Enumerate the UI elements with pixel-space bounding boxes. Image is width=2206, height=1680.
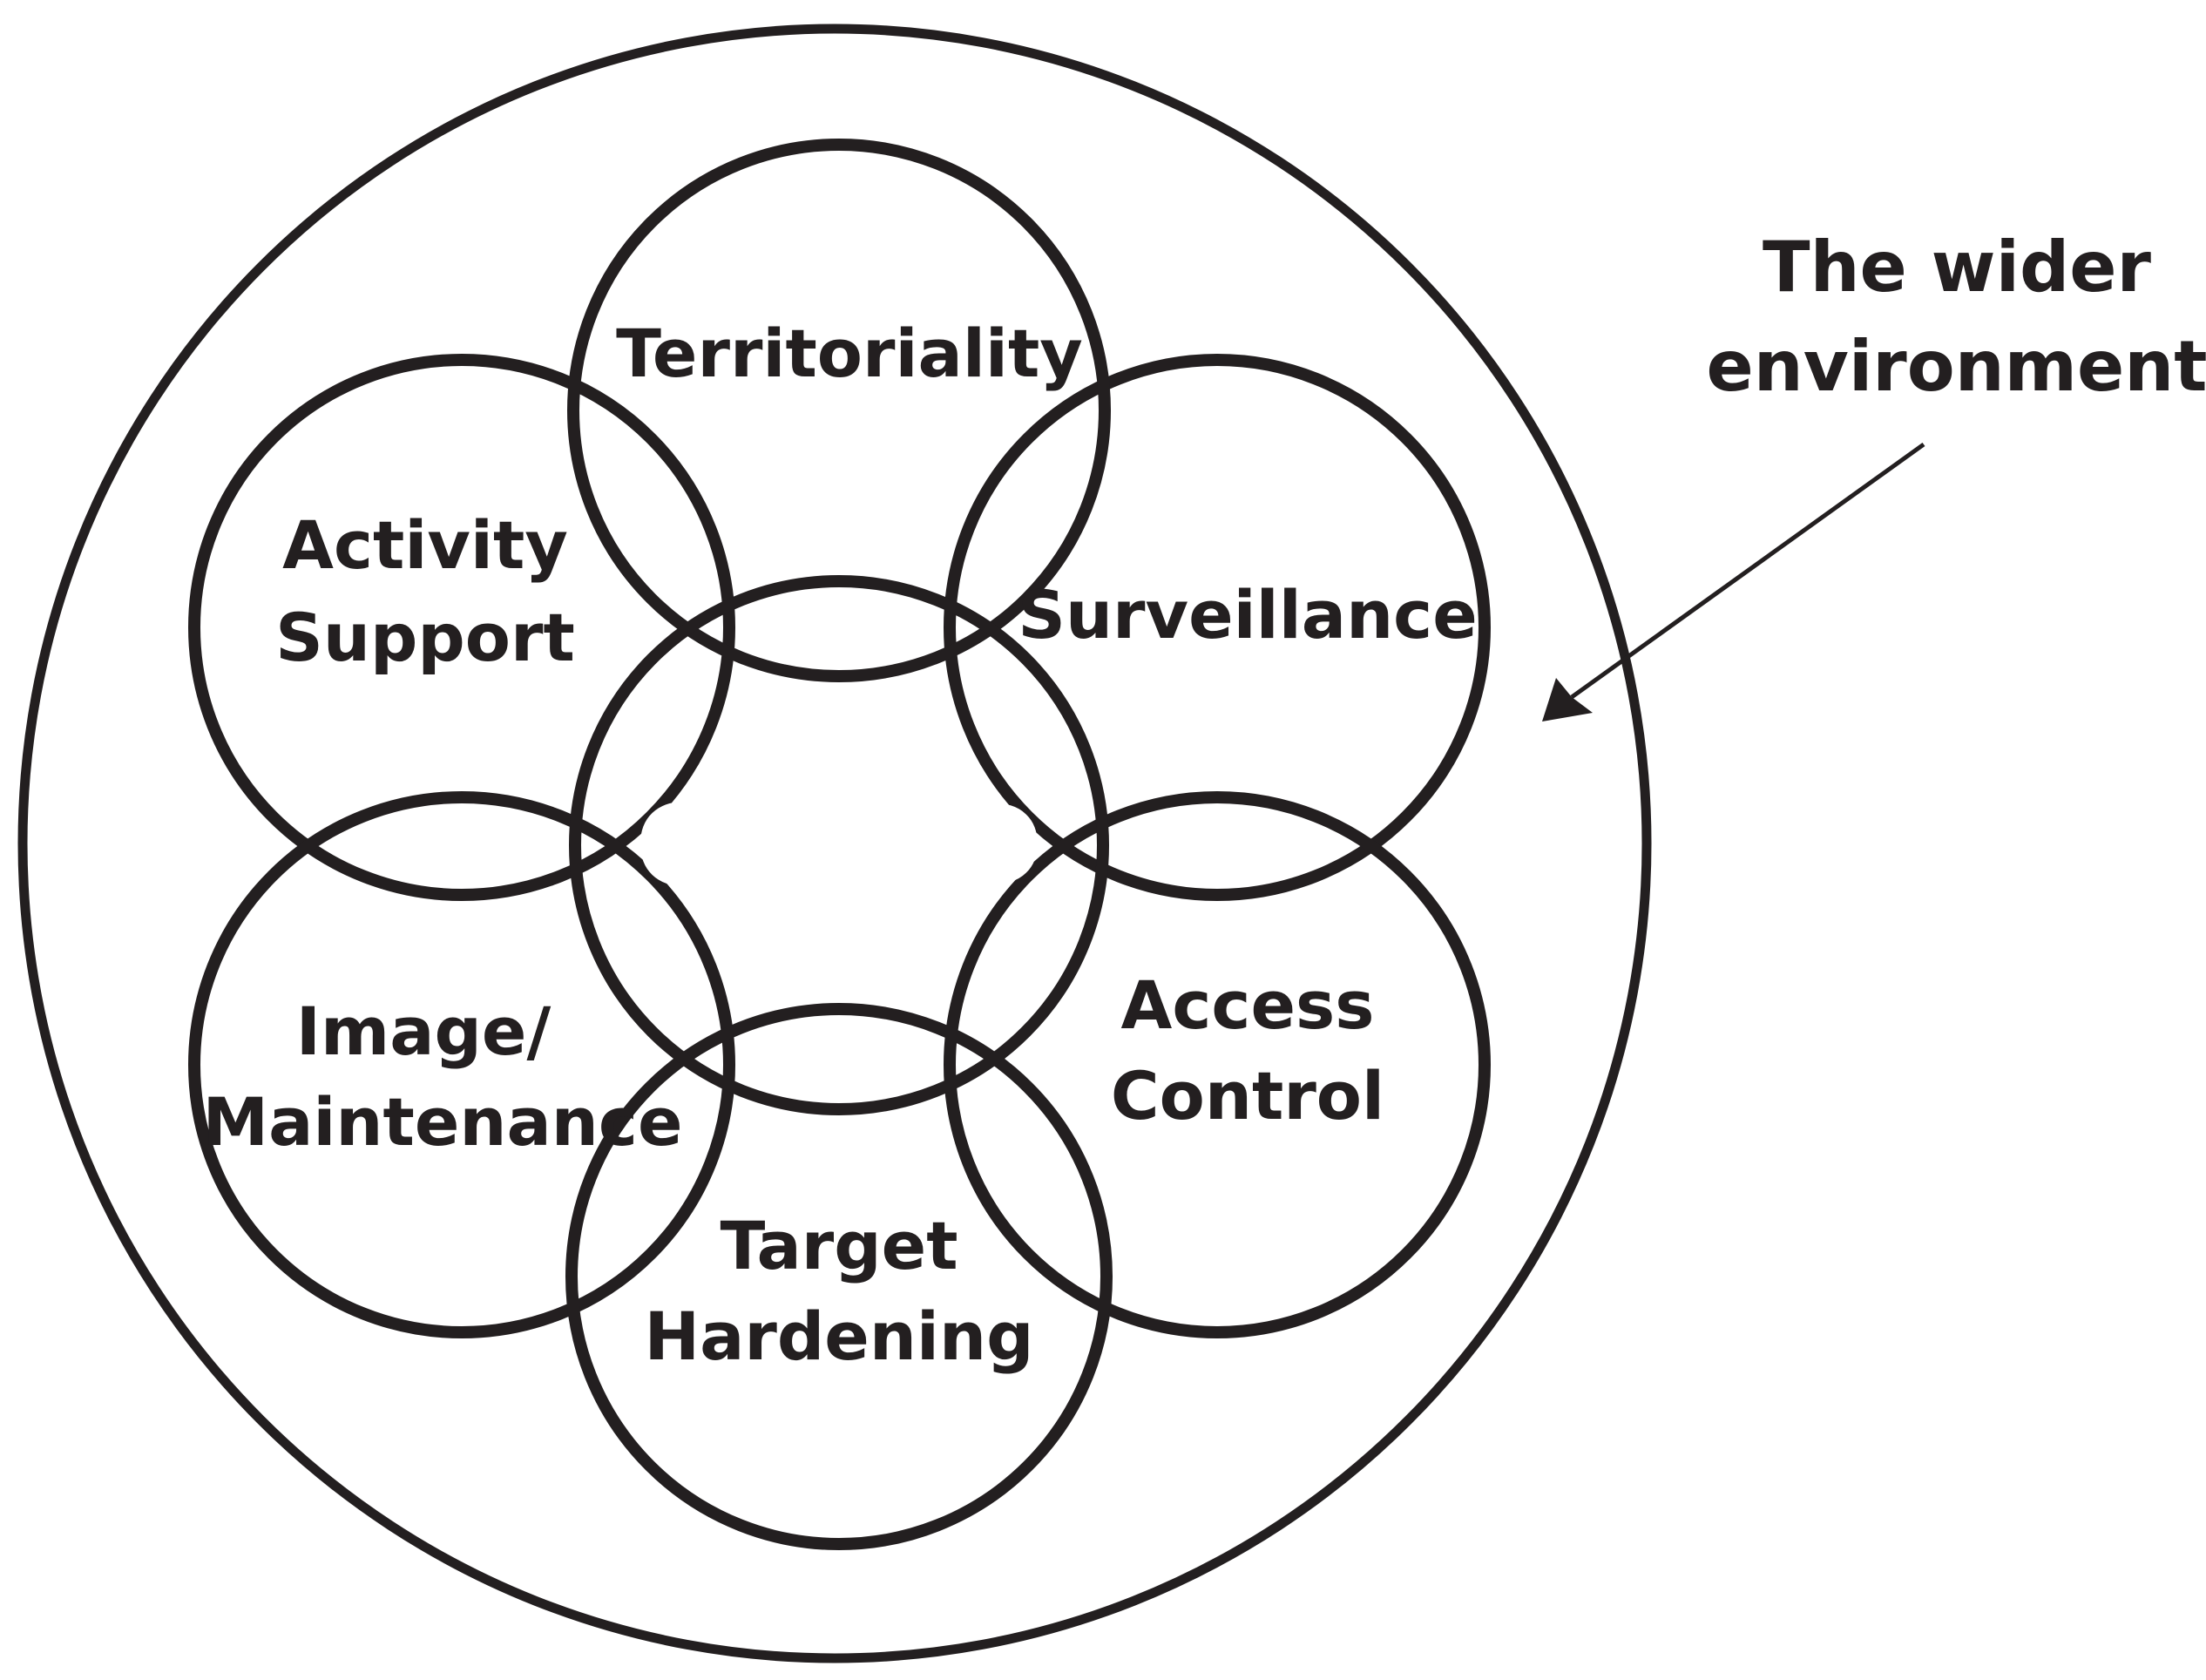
cpted-center-label: CPTED — [635, 782, 1044, 911]
activity-support-circle — [188, 354, 735, 901]
territoriality-label: Territoriality — [616, 315, 1083, 392]
wider-environment-label-line2: environment — [1707, 326, 2206, 407]
access-control-label-line1: Access — [1121, 966, 1375, 1044]
target-hardening-label-line1: Target — [720, 1207, 958, 1284]
image-maintenance-label-line2: Maintenance — [202, 1083, 682, 1161]
wider-environment-ellipse — [17, 24, 1652, 1663]
activity-support-label-line1: Activity — [282, 506, 568, 584]
target-hardening-circle — [565, 1003, 1113, 1550]
wider-environment-label-line1: The wider — [1763, 227, 2151, 308]
surveillance-circle — [944, 354, 1491, 901]
arrow-head — [1542, 678, 1593, 721]
image-maintenance-circle — [188, 791, 735, 1338]
cpted-center-circle — [569, 575, 1109, 1115]
access-control-label-line2: Control — [1111, 1057, 1384, 1135]
access-control-circle — [944, 791, 1491, 1338]
arrow-line — [1570, 442, 1925, 700]
surveillance-label: Surveillance — [1018, 576, 1478, 654]
territoriality-circle — [567, 139, 1111, 682]
activity-support-label-line2: Support — [275, 599, 575, 676]
image-maintenance-label-line1: Image/ — [296, 992, 552, 1070]
target-hardening-label-line2: Hardening — [645, 1297, 1034, 1375]
